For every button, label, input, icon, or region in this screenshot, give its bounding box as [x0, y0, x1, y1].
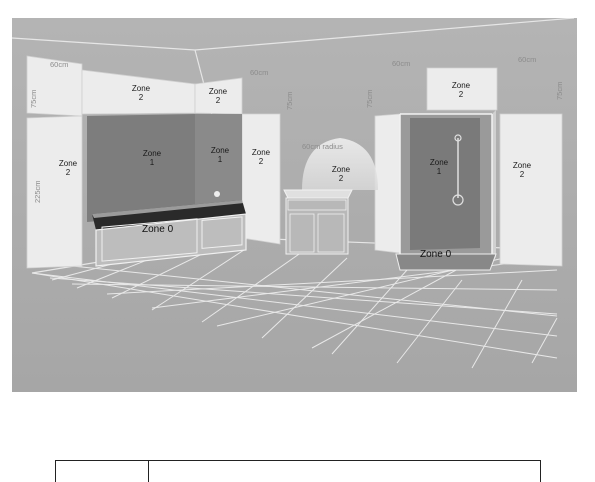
zone1-bath-left-wall [87, 114, 195, 222]
dimension-75cm-mid: 75cm [285, 92, 294, 110]
zone2-above-shower-number: 2 [459, 90, 464, 99]
zone2-left-wall-number: 2 [66, 168, 71, 177]
zone2-right-of-shower-label: Zone [513, 161, 532, 170]
zone0-shower-label: Zone 0 [420, 249, 452, 260]
zone2-right-of-bath-number: 2 [259, 157, 264, 166]
dimension-60cm-left: 60cm [50, 60, 68, 69]
floor-tiles [31, 249, 558, 369]
zone2-above-bath-number: 2 [139, 93, 144, 102]
zone1-bath-right-label: Zone [211, 146, 230, 155]
zone1-bath-right-number: 1 [218, 155, 223, 164]
zone2-panels [26, 55, 563, 269]
empty-table-header [55, 460, 541, 482]
zone2-above-shower-label: Zone [452, 81, 471, 90]
dimension-60cm-shower-right: 60cm [518, 55, 536, 64]
zone2-right-of-shower-number: 2 [520, 170, 525, 179]
bathroom-zones-diagram: 60cm 60cm 60cm 60cm 75cm 75cm 75cm 75cm … [12, 18, 577, 392]
bathtub [92, 191, 247, 267]
zone1-bath-left-number: 1 [150, 158, 155, 167]
zone2-basin-number: 2 [339, 174, 344, 183]
zone1-bath-right-wall [195, 114, 242, 212]
table-cell-second [149, 461, 540, 482]
zone1-bath-left-label: Zone [143, 149, 162, 158]
dimension-225cm-left: 225cm [33, 180, 42, 203]
zone0-bath-label: Zone 0 [142, 224, 174, 235]
dimension-75cm-shower-right: 75cm [555, 82, 564, 100]
dimension-60cm-shower-left: 60cm [392, 59, 410, 68]
zone2-basin-label: Zone [332, 165, 351, 174]
vanity-unit [283, 189, 353, 255]
shower-enclosure [395, 110, 497, 271]
basin-radius-label: 60cm radius [302, 142, 343, 151]
dimension-60cm-mid: 60cm [250, 68, 268, 77]
zone2-above-corner-number: 2 [216, 96, 221, 105]
zone2-above-corner-label: Zone [209, 87, 228, 96]
zone1-shower-number: 1 [437, 167, 442, 176]
basin-radius-dome [302, 138, 378, 190]
dimension-75cm-left: 75cm [29, 90, 38, 108]
zone2-right-of-bath-label: Zone [252, 148, 271, 157]
table-cell-first [56, 461, 149, 482]
zone2-above-bath-label: Zone [132, 84, 151, 93]
dimension-75cm-shower-left: 75cm [365, 90, 374, 108]
zone1-shower-label: Zone [430, 158, 449, 167]
zone2-left-wall-label: Zone [59, 159, 78, 168]
